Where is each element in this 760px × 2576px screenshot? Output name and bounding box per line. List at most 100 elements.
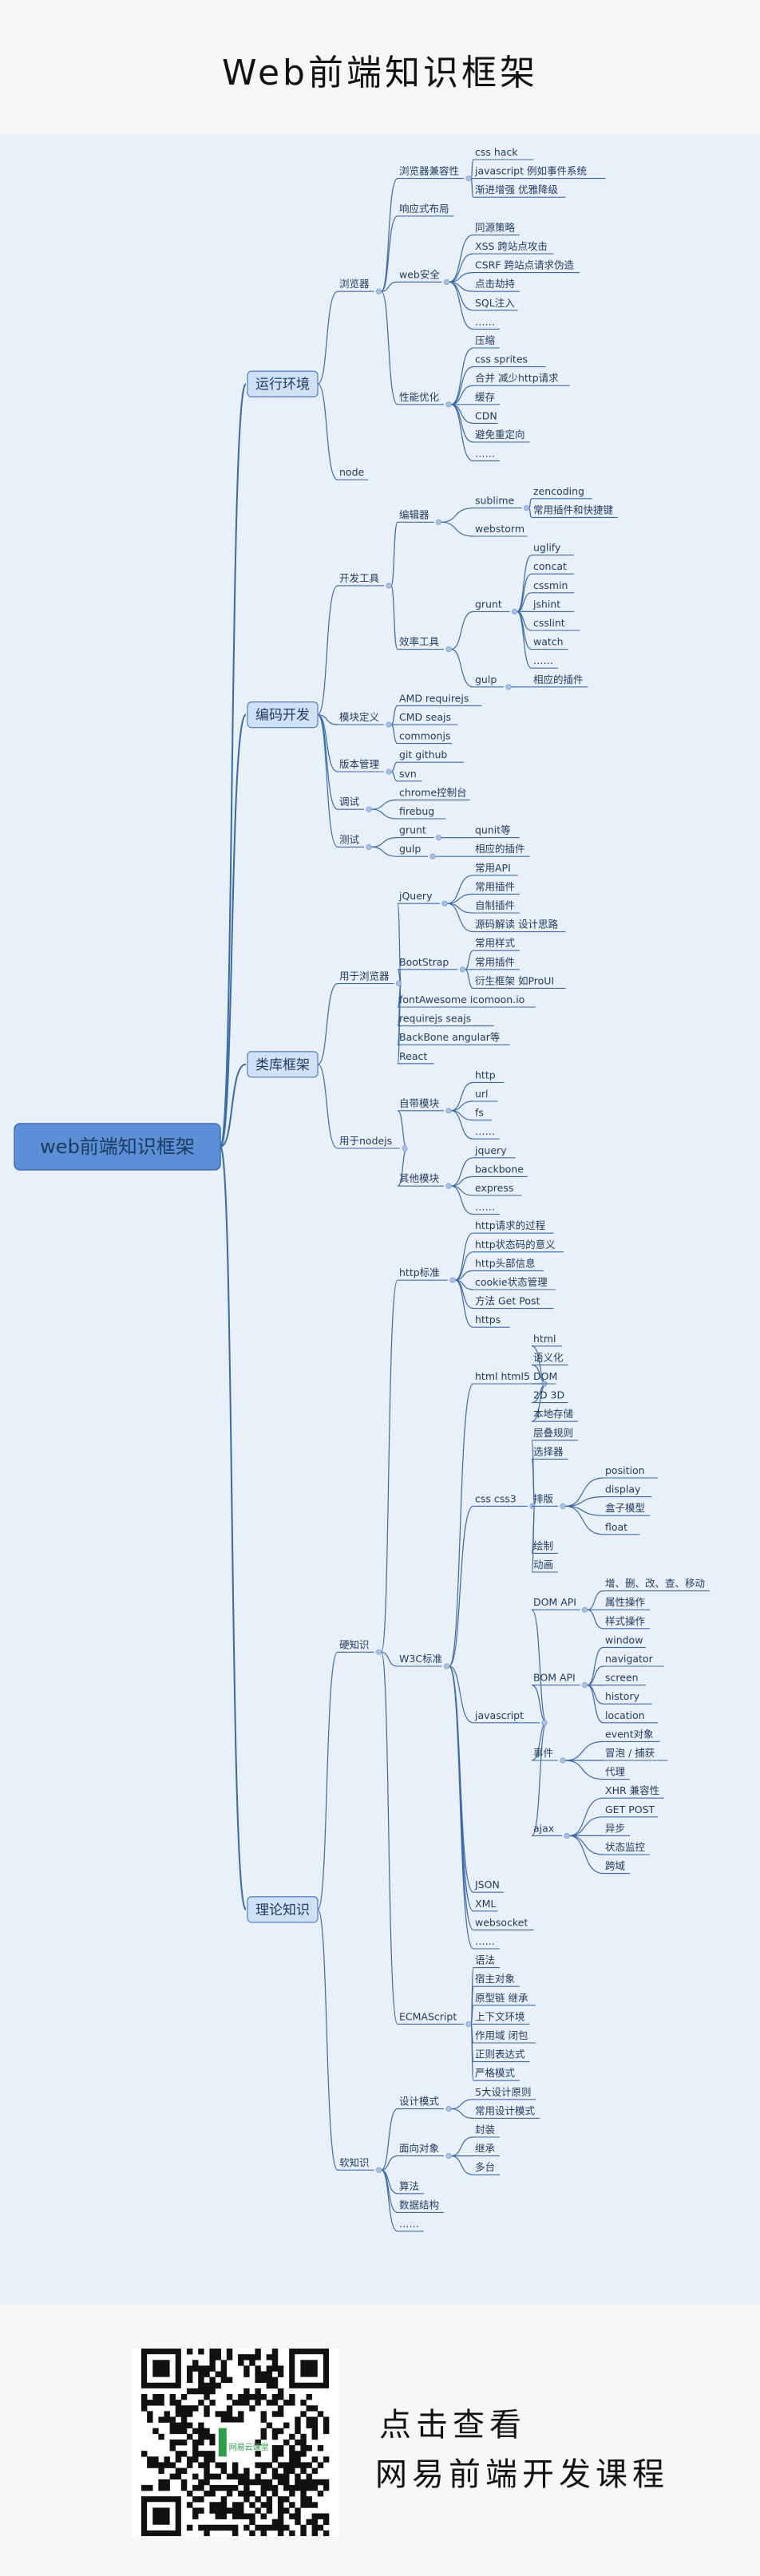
topic-node[interactable]: 多台	[473, 2161, 500, 2175]
topic-node[interactable]: W3C标准	[398, 1653, 442, 1667]
topic-node[interactable]: csslint	[532, 617, 580, 631]
topic-node[interactable]: html	[532, 1333, 562, 1347]
topic-node[interactable]: 代理	[604, 1766, 630, 1780]
topic-node[interactable]: fs	[473, 1107, 492, 1121]
topic-node[interactable]: 增、删、改、查、移动	[604, 1578, 710, 1592]
topic-node[interactable]: webstorm	[473, 523, 528, 537]
topic-node[interactable]: chrome控制台	[398, 786, 470, 800]
topic-node[interactable]: firebug	[398, 805, 446, 820]
topic-node[interactable]: ECMAScript	[398, 2010, 464, 2025]
expand-bullet-icon[interactable]	[386, 768, 392, 775]
expand-bullet-icon[interactable]	[505, 684, 512, 690]
topic-node[interactable]: 自制插件	[473, 899, 520, 914]
expand-bullet-icon[interactable]	[541, 1720, 548, 1726]
topic-node[interactable]: ajax	[532, 1822, 562, 1836]
topic-node[interactable]: 相应的插件	[532, 674, 588, 688]
topic-node[interactable]: history	[604, 1690, 652, 1705]
topic-node[interactable]: https	[473, 1314, 510, 1328]
topic-node[interactable]: CSRF 跨站点请求伪造	[473, 259, 580, 274]
topic-node[interactable]: 其他模块	[398, 1172, 444, 1187]
expand-bullet-icon[interactable]	[386, 721, 392, 728]
topic-node[interactable]: jquery	[473, 1144, 516, 1159]
expand-bullet-icon[interactable]	[435, 519, 442, 525]
topic-node[interactable]: http	[473, 1069, 504, 1083]
topic-node[interactable]: cookie状态管理	[473, 1276, 556, 1290]
topic-node[interactable]: 跨域	[604, 1860, 630, 1875]
expand-bullet-icon[interactable]	[375, 288, 382, 294]
topic-node[interactable]: http请求的过程	[473, 1219, 554, 1234]
topic-node[interactable]: 版本管理	[338, 758, 384, 772]
topic-node[interactable]: 继承	[473, 2143, 500, 2157]
expand-bullet-icon[interactable]	[459, 966, 466, 973]
topic-node[interactable]: 语义化	[532, 1351, 568, 1365]
topic-node[interactable]: 算法	[398, 2180, 424, 2195]
cta-line-2[interactable]: 网易前端开发课程	[375, 2456, 669, 2493]
topic-node[interactable]: url	[473, 1088, 498, 1102]
branch-node[interactable]: 类库框架	[247, 1051, 319, 1078]
topic-node[interactable]: 浏览器	[338, 278, 374, 292]
topic-node[interactable]: JSON	[473, 1879, 504, 1893]
topic-node[interactable]: DOM API	[532, 1596, 580, 1610]
topic-node[interactable]: 自带模块	[398, 1097, 444, 1112]
topic-node[interactable]: git github	[398, 749, 464, 763]
topic-node[interactable]: ……	[473, 1935, 500, 1950]
topic-node[interactable]: sublime	[473, 495, 522, 509]
expand-bullet-icon[interactable]	[581, 1682, 588, 1689]
topic-node[interactable]: qunit等	[473, 824, 520, 839]
cta-line-1[interactable]: 点击查看	[379, 2407, 526, 2444]
topic-node[interactable]: 用于nodejs	[338, 1135, 400, 1149]
expand-bullet-icon[interactable]	[443, 279, 450, 285]
expand-bullet-icon[interactable]	[366, 806, 372, 812]
topic-node[interactable]: 用于浏览器	[338, 970, 394, 985]
expand-bullet-icon[interactable]	[445, 1108, 452, 1114]
topic-node[interactable]: event对象	[604, 1728, 660, 1742]
topic-node[interactable]: 层叠规则	[532, 1427, 578, 1441]
topic-node[interactable]: BOM API	[532, 1672, 580, 1686]
topic-node[interactable]: 作用域 闭包	[473, 2029, 536, 2044]
expand-bullet-icon[interactable]	[445, 401, 452, 408]
topic-node[interactable]: XSS 跨站点攻击	[473, 240, 554, 255]
topic-node[interactable]: 同源策略	[473, 221, 520, 235]
topic-node[interactable]: 封装	[473, 2124, 500, 2138]
branch-node[interactable]: 理论知识	[247, 1896, 319, 1923]
topic-node[interactable]: html html5	[473, 1370, 540, 1385]
branch-node[interactable]: 运行环境	[247, 370, 319, 397]
expand-bullet-icon[interactable]	[511, 608, 518, 615]
expand-bullet-icon[interactable]	[445, 1183, 452, 1189]
topic-node[interactable]: http标准	[398, 1266, 448, 1281]
topic-node[interactable]: web安全	[398, 268, 442, 282]
topic-node[interactable]: javascript	[473, 1709, 540, 1724]
topic-node[interactable]: requirejs seajs	[398, 1013, 494, 1027]
topic-node[interactable]: 常用插件	[473, 956, 520, 970]
expand-bullet-icon[interactable]	[445, 2153, 452, 2159]
topic-node[interactable]: ……	[473, 1125, 500, 1140]
topic-node[interactable]: 硬知识	[338, 1638, 374, 1653]
topic-node[interactable]: css sprites	[473, 354, 546, 368]
expand-bullet-icon[interactable]	[429, 853, 436, 859]
topic-node[interactable]: zencoding	[532, 485, 592, 500]
expand-bullet-icon[interactable]	[560, 1757, 566, 1764]
expand-bullet-icon[interactable]	[443, 1663, 450, 1669]
topic-node[interactable]: fontAwesome icomoon.io	[398, 994, 536, 1008]
topic-node[interactable]: 数据结构	[398, 2199, 444, 2213]
topic-node[interactable]: 常用设计模式	[473, 2104, 540, 2119]
topic-node[interactable]: GET POST	[604, 1804, 658, 1818]
topic-node[interactable]: 压缩	[473, 334, 500, 349]
topic-node[interactable]: 常用API	[473, 862, 518, 876]
topic-node[interactable]: 面向对象	[398, 2143, 444, 2157]
topic-node[interactable]: 常用样式	[473, 937, 520, 951]
expand-bullet-icon[interactable]	[395, 980, 402, 987]
topic-node[interactable]: XHR 兼容性	[604, 1784, 664, 1799]
topic-node[interactable]: 避免重定向	[473, 429, 530, 443]
topic-node[interactable]: 绘制	[532, 1539, 558, 1554]
topic-node[interactable]: 异步	[604, 1822, 630, 1836]
topic-node[interactable]: React	[398, 1050, 434, 1065]
expand-bullet-icon[interactable]	[386, 583, 392, 589]
topic-node[interactable]: 调试	[338, 796, 364, 810]
topic-node[interactable]: 动画	[532, 1559, 558, 1573]
topic-node[interactable]: 效率工具	[398, 636, 444, 650]
topic-node[interactable]: BackBone angular等	[398, 1031, 510, 1045]
topic-node[interactable]: javascript 例如事件系统	[473, 165, 606, 180]
topic-node[interactable]: screen	[604, 1672, 646, 1686]
topic-node[interactable]: 语法	[473, 1954, 500, 1969]
